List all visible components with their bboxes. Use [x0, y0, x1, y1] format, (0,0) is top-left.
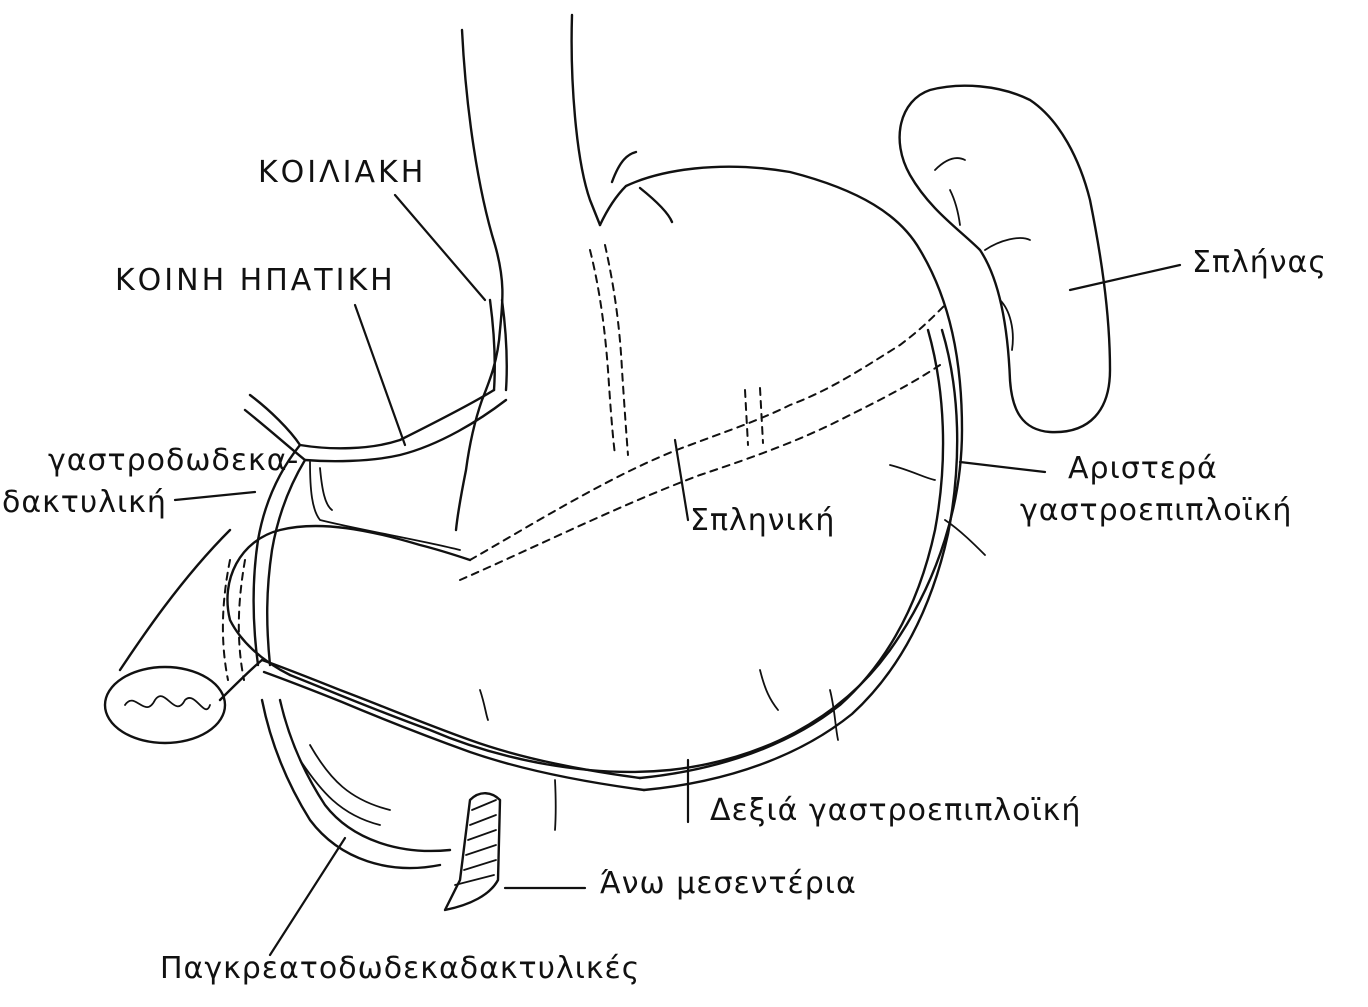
- gastroduodenal-artery: [254, 445, 461, 665]
- label-spliniki: Σπληνική: [690, 503, 835, 538]
- label-right-gastroepiploic: Δεξιά γαστροεπιπλοϊκή: [710, 793, 1081, 828]
- label-koiliaki: ΚΟΙΛΙΑΚΗ: [258, 155, 426, 190]
- label-gastroduodenal-1: γαστροδωδεκα-: [48, 443, 299, 478]
- label-splinas: Σπλήνας: [1192, 245, 1327, 280]
- label-left-gastroepiploic-2: γαστροεπιπλοϊκή: [1020, 493, 1292, 528]
- spleen: [900, 86, 1110, 432]
- labels: ΚΟΙΛΙΑΚΗ ΚΟΙΝΗ ΗΠΑΤΙΚΗ γαστροδωδεκα- δακ…: [2, 155, 1327, 986]
- splenic-artery: [223, 245, 945, 680]
- label-left-gastroepiploic-1: Αριστερά: [1068, 451, 1218, 486]
- label-pancreaticoduodenal: Παγκρεατοδωδεκαδακτυλικές: [160, 951, 640, 986]
- duodenum: [105, 526, 470, 743]
- pancreaticoduodenal-arteries: [262, 700, 500, 910]
- celiac-trunk: [245, 300, 507, 461]
- label-koini-ipatiki: ΚΟΙΝΗ ΗΠΑΤΙΚΗ: [115, 263, 396, 298]
- esophagus: [456, 15, 600, 530]
- right-gastroepiploic-artery: [262, 660, 644, 830]
- label-gastroduodenal-2: δακτυλική: [2, 485, 167, 520]
- label-ano-mesenteria: Άνω μεσεντέρια: [600, 866, 857, 901]
- stomach: [290, 152, 962, 772]
- leader-lines: [175, 195, 1180, 955]
